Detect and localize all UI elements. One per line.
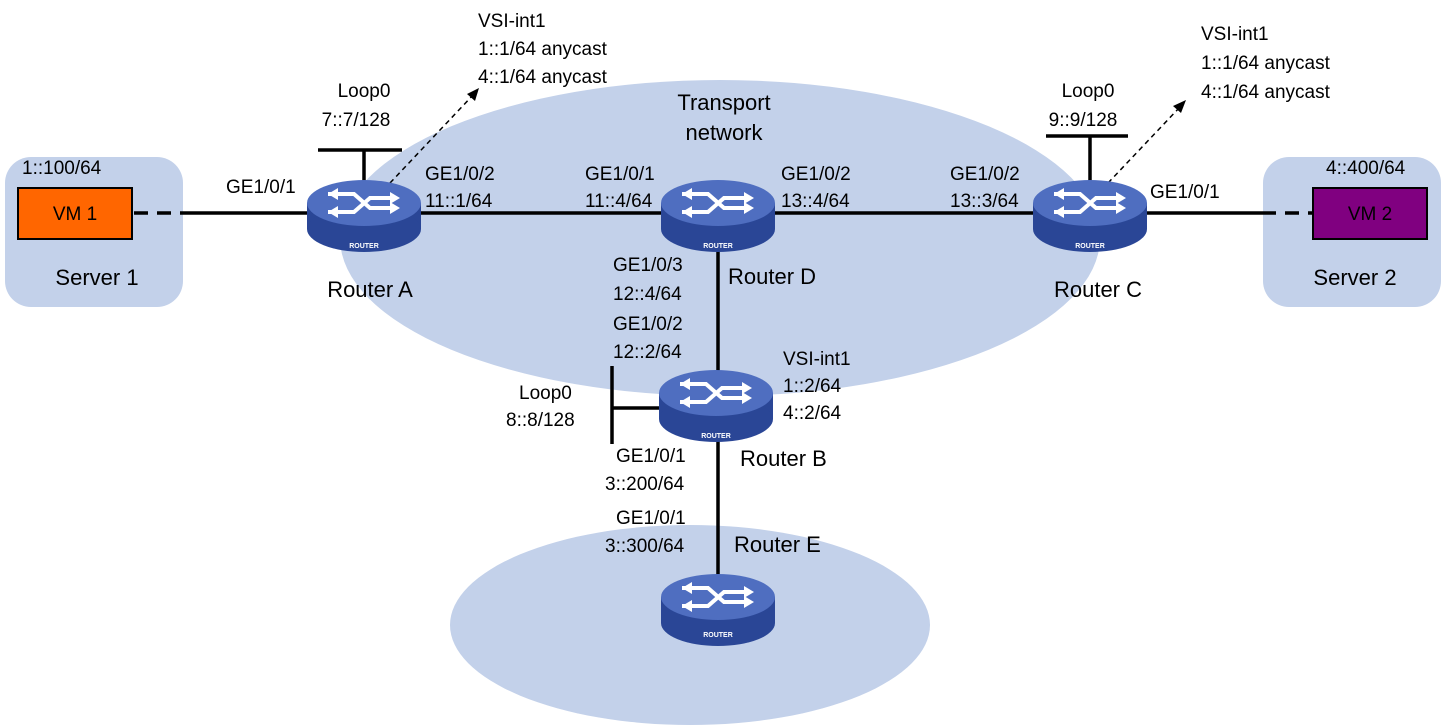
router-icon <box>305 178 423 254</box>
router-b-vsi-3: 4::2/64 <box>783 403 842 424</box>
router-a-loop-name: Loop0 <box>338 81 391 102</box>
router-c-loop-name: Loop0 <box>1062 81 1115 102</box>
router-d[interactable]: ROUTER <box>659 178 777 254</box>
router-b-loop-ip: 8::8/128 <box>506 410 575 431</box>
router-a-d-if: GE1/0/2 <box>425 164 495 185</box>
router-b-vsi-1: VSI-int1 <box>783 349 851 370</box>
server-2-name: Server 2 <box>1313 265 1396 290</box>
router-d-icon-text: ROUTER <box>703 243 733 250</box>
router-d-c-if: GE1/0/2 <box>781 164 851 185</box>
router-b-d-if: GE1/0/2 <box>613 314 683 335</box>
router-c[interactable]: ROUTER <box>1031 178 1149 254</box>
vsi-a-pointer <box>389 93 475 184</box>
router-d-a-ip: 11::4/64 <box>585 191 653 212</box>
router-b-e-if: GE1/0/1 <box>616 446 686 467</box>
vm-1-label: VM 1 <box>53 204 97 225</box>
router-a-d-ip: 11::1/64 <box>425 191 493 212</box>
router-c-vsi-1: VSI-int1 <box>1201 24 1269 45</box>
router-c-d-ip: 13::3/64 <box>950 191 1019 212</box>
server-1-name: Server 1 <box>55 265 138 290</box>
router-c-server-if: GE1/0/1 <box>1150 182 1220 203</box>
router-d-b-ip: 12::4/64 <box>613 284 682 305</box>
router-a-loop-ip: 7::7/128 <box>322 110 391 131</box>
router-b-name: Router B <box>740 446 827 471</box>
router-c-vsi-3: 4::1/64 anycast <box>1201 82 1331 103</box>
router-e-name: Router E <box>734 532 821 557</box>
router-e[interactable]: ROUTER <box>659 572 777 648</box>
router-b-loop-name: Loop0 <box>519 383 572 404</box>
router-a-name: Router A <box>327 277 413 302</box>
vsi-c-pointer <box>1107 106 1181 184</box>
router-icon <box>659 178 777 254</box>
router-b-vsi-2: 1::2/64 <box>783 376 842 397</box>
router-b-e-ip: 3::200/64 <box>605 474 685 495</box>
router-icon <box>1031 178 1149 254</box>
vsi-a-arrowhead <box>467 88 479 101</box>
router-d-name: Router D <box>728 264 816 289</box>
router-e-b-if: GE1/0/1 <box>616 508 686 529</box>
router-c-name: Router C <box>1054 277 1142 302</box>
vsi-c-arrowhead <box>1173 100 1186 113</box>
router-b-icon-text: ROUTER <box>701 433 731 440</box>
transport-network-label-2: network <box>685 120 763 145</box>
router-b[interactable]: ROUTER <box>657 368 775 444</box>
router-a-vsi-1: VSI-int1 <box>478 11 546 32</box>
router-d-c-ip: 13::4/64 <box>781 191 850 212</box>
transport-network-label-1: Transport <box>677 90 770 115</box>
router-icon <box>657 368 775 444</box>
router-c-vsi-2: 1::1/64 anycast <box>1201 53 1331 74</box>
router-a-server-if: GE1/0/1 <box>226 177 296 198</box>
vm-2-ip: 4::400/64 <box>1326 158 1406 179</box>
router-c-icon-text: ROUTER <box>1075 243 1105 250</box>
router-e-b-ip: 3::300/64 <box>605 536 685 557</box>
router-b-d-ip: 12::2/64 <box>613 342 682 363</box>
vm-2-label: VM 2 <box>1348 204 1392 225</box>
vm-1[interactable] <box>17 187 133 240</box>
router-a-icon-text: ROUTER <box>349 243 379 250</box>
router-e-icon-text: ROUTER <box>703 632 733 639</box>
router-a-vsi-2: 1::1/64 anycast <box>478 39 608 60</box>
vm-1-ip: 1::100/64 <box>22 158 102 179</box>
router-a-vsi-3: 4::1/64 anycast <box>478 67 608 88</box>
router-c-loop-ip: 9::9/128 <box>1049 110 1118 131</box>
router-d-a-if: GE1/0/1 <box>585 164 655 185</box>
router-d-b-if: GE1/0/3 <box>613 255 683 276</box>
vm-2[interactable] <box>1312 187 1428 240</box>
router-a[interactable]: ROUTER <box>305 178 423 254</box>
router-c-d-if: GE1/0/2 <box>950 164 1020 185</box>
